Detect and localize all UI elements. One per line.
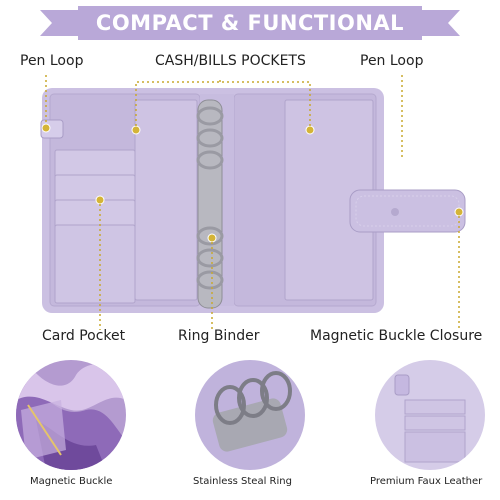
title-banner: COMPACT & FUNCTIONAL [78,6,422,40]
label-cash-pockets: CASH/BILLS POCKETS [155,53,306,69]
banner-title: COMPACT & FUNCTIONAL [95,11,405,35]
label-ring-binder: Ring Binder [178,328,260,344]
caption-magnetic-buckle: Magnetic Buckle [30,476,113,487]
label-pen-loop-left: Pen Loop [20,53,84,69]
label-magnetic-closure: Magnetic Buckle Closure [310,328,483,344]
label-card-pocket: Card Pocket [42,328,126,344]
caption-faux-leather: Premium Faux Leather [370,476,483,487]
label-pen-loop-right: Pen Loop [360,53,424,69]
caption-steel-ring: Stainless Steal Ring [193,476,292,487]
detail-circle-steel-ring [195,360,305,470]
detail-circle-faux-leather [375,360,485,470]
ribbon-right-tail [420,10,460,36]
detail-circle-magnetic-buckle [16,360,126,470]
ribbon-left-tail [40,10,80,36]
